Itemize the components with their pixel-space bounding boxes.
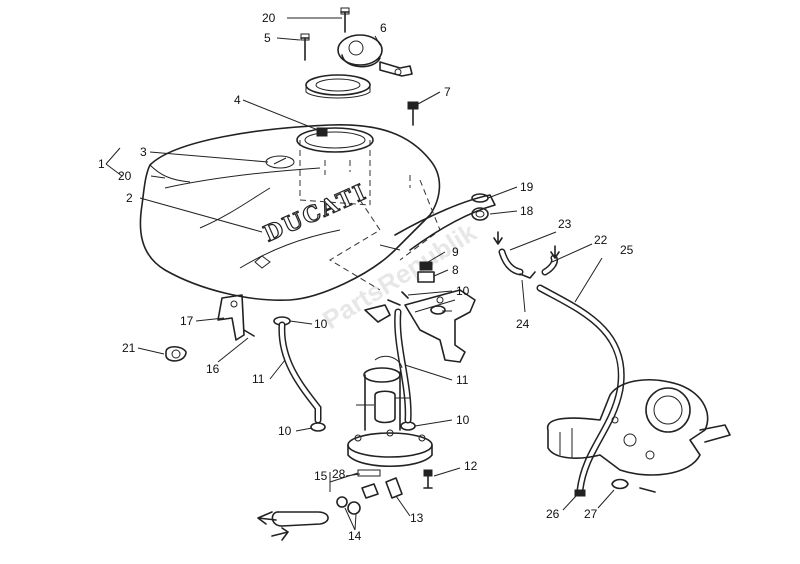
callout-label: 26: [546, 507, 560, 521]
callout-label: 21: [122, 341, 136, 355]
callouts: 20 5 6 4 7 3 1 20 2 19 18 9 8 10 10 11 1…: [98, 11, 634, 543]
callout-label: 9: [452, 245, 459, 259]
callout-label: 19: [520, 180, 534, 194]
callout-label: 17: [180, 314, 194, 328]
fuel-pump: [347, 355, 433, 468]
front-mount: [165, 294, 255, 362]
leader-lines: [105, 17, 615, 531]
callout-label: 28: [332, 467, 346, 481]
callout-label: 22: [594, 233, 608, 247]
cap-screws: [300, 7, 350, 61]
callout-label: 13: [410, 511, 424, 525]
canister-housing: [546, 379, 731, 493]
callout-label: 11: [252, 372, 265, 386]
callout-label: 10: [278, 424, 292, 438]
callout-label: 15: [314, 469, 328, 483]
callout-label: 10: [456, 284, 470, 298]
callout-label: 3: [140, 145, 147, 159]
callout-label: 4: [234, 93, 241, 107]
pump-fittings: [336, 469, 433, 515]
callout-label: 5: [264, 31, 271, 45]
tank-bolt: [407, 101, 419, 126]
callout-label: 11: [456, 373, 469, 387]
breather-hoses: [493, 231, 625, 494]
callout-label: 10: [456, 413, 470, 427]
callout-label: 1: [98, 157, 105, 171]
callout-label: 7: [444, 85, 451, 99]
rear-grommets: [471, 193, 489, 221]
callout-label: 12: [464, 459, 478, 473]
callout-label: 18: [520, 204, 534, 218]
callout-label: 25: [620, 243, 634, 257]
callout-label: 10: [314, 317, 328, 331]
callout-label: 27: [584, 507, 598, 521]
pump-bracket: [364, 289, 476, 363]
callout-label: 23: [558, 217, 572, 231]
filler-nut: [316, 127, 328, 137]
callout-label: 8: [452, 263, 459, 277]
filler-cap: [337, 34, 413, 77]
hose-clips: [574, 478, 629, 497]
filler-flange: [305, 74, 371, 99]
supply-hose: [257, 511, 329, 541]
callout-label: 2: [126, 191, 133, 205]
brand-lettering: DUCATI: [260, 179, 371, 248]
callout-label: 20: [118, 169, 132, 183]
callout-label: 20: [262, 11, 276, 25]
callout-label: 16: [206, 362, 220, 376]
callout-label: 6: [380, 21, 387, 35]
callout-label: 14: [348, 529, 362, 543]
fuel-hoses: [278, 308, 412, 424]
callout-label: 24: [516, 317, 530, 331]
